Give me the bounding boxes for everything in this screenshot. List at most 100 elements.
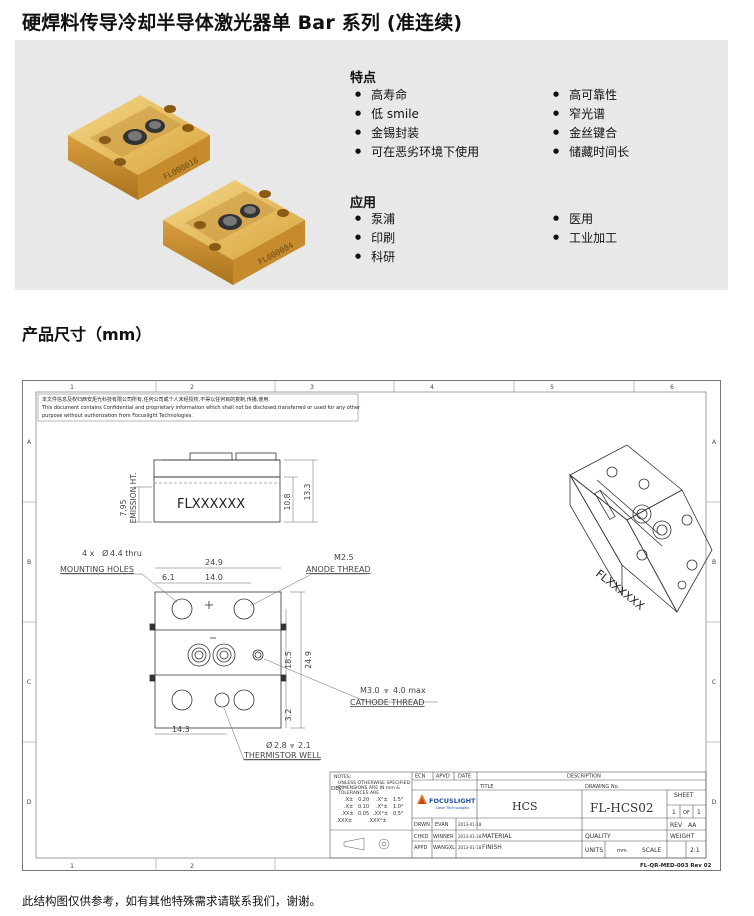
- tb-drwn: EVAN: [435, 822, 449, 828]
- row-letter-d: D: [27, 799, 32, 806]
- well-depth-symbol: ⩔: [290, 741, 295, 750]
- list-item: 储藏时间长: [553, 143, 629, 162]
- features-list-left: 高寿命 低 smile 金锡封装 可在恶劣环境下使用: [355, 86, 479, 162]
- list-item: 医用: [553, 210, 617, 229]
- tb-tol-3-0: .XXX±: [336, 818, 352, 824]
- row-letter-b: B: [27, 559, 31, 566]
- tb-brand: FOCUSLIGHT: [429, 797, 476, 805]
- tb-tol-2-0: .XX±: [341, 811, 354, 817]
- list-item: 科研: [355, 248, 395, 267]
- dim-18-5: 18.5: [284, 651, 293, 669]
- holes-count: 4 x: [82, 549, 95, 558]
- tb-appd-label: APPD: [414, 845, 427, 851]
- list-item: 低 smile: [355, 105, 479, 124]
- col-num-2: 2: [190, 384, 194, 391]
- part-label: FLXXXXXX: [177, 497, 245, 512]
- tb-appd: WANGXL: [433, 845, 455, 851]
- dim-10-8: 10.8: [283, 493, 292, 510]
- form-number: FL-QR-MED-003 Rev 02: [640, 863, 712, 869]
- well-depth: 2.1: [298, 741, 311, 750]
- row-letter-a-right: A: [712, 439, 717, 446]
- tb-brand-sub: Laser Technologies: [436, 806, 469, 810]
- projection-symbol: [343, 837, 390, 851]
- col-num-3: 3: [310, 384, 314, 391]
- col-num-4: 4: [430, 384, 434, 391]
- row-letter-d-right: D: [712, 799, 717, 806]
- anode-size: M2.5: [334, 553, 354, 562]
- tb-notes: NOTES:: [334, 774, 352, 780]
- row-letter-c-right: C: [712, 679, 716, 686]
- well-dia-symbol: Ø: [266, 740, 272, 750]
- tb-description: DESCRIPTION: [567, 774, 601, 780]
- tb-apvd: APVD: [436, 774, 450, 780]
- list-item: 窄光谱: [553, 105, 629, 124]
- features-heading: 特点: [350, 71, 377, 86]
- anode-label: ANODE THREAD: [306, 565, 371, 574]
- tb-appd-date: 2013-01-18: [458, 845, 482, 850]
- tb-tol-1-0: .X±: [344, 804, 353, 810]
- focuslight-logo: FOCUSLIGHT Laser Technologies: [417, 794, 476, 810]
- holes-label: MOUNTING HOLES: [60, 565, 134, 574]
- row-letter-a: A: [27, 439, 32, 446]
- tb-quality: QUALITY: [585, 833, 611, 840]
- dimension-drawing: 1 2 3 4 5 6 1 2 A B C D A B C D 本文件信息及权归…: [22, 380, 721, 871]
- tb-drawno-label: DRAWING No.: [585, 784, 620, 790]
- tb-dims: DIMENSIONS ARE IN mm &: [338, 785, 400, 791]
- tb-material: MATERIAL: [482, 833, 512, 840]
- dim-14-3: 14.3: [172, 725, 190, 734]
- dim-14-0: 14.0: [205, 573, 223, 582]
- tb-tol-3-2: .XXX°±: [368, 818, 387, 824]
- col-num-1-bottom: 1: [70, 863, 74, 870]
- holes-dia: 4.4 thru: [110, 549, 142, 558]
- tb-tol-0-0: .X±: [344, 797, 353, 803]
- dim-24-9-width: 24.9: [205, 558, 223, 567]
- confidential-en-2: purpose without authorization from Focus…: [42, 413, 193, 419]
- tb-tol-1-3: 1.0°: [393, 804, 404, 810]
- dimensions-heading: 产品尺寸（mm）: [22, 325, 152, 344]
- confidential-en-1: This document contains Confidential and …: [41, 405, 361, 411]
- tb-date: DATE: [458, 774, 471, 780]
- cathode-depth: 4.0 max: [393, 686, 426, 695]
- tb-tol-2-3: 0.5°: [393, 811, 404, 817]
- applications-heading: 应用: [350, 196, 377, 211]
- top-view: [62, 567, 438, 761]
- tb-dec: DEC: [331, 786, 343, 792]
- dim-3-2: 3.2: [284, 709, 293, 722]
- tb-drawno: FL-HCS02: [590, 801, 654, 815]
- list-item: 印刷: [355, 229, 395, 248]
- tb-chkd: WINNER: [433, 834, 454, 840]
- tb-rev-label: REV: [670, 822, 683, 829]
- product-block-2: FL000004: [163, 180, 305, 285]
- tb-units-val: mm: [617, 848, 627, 854]
- col-num-2-bottom: 2: [190, 863, 194, 870]
- applications-list-right: 医用 工业加工: [553, 210, 617, 248]
- tb-tol-0-3: 1.5°: [393, 797, 404, 803]
- list-item: 金丝键合: [553, 124, 629, 143]
- cathode-label: CATHODE THREAD: [350, 698, 425, 707]
- tb-tol-0-1: 0.20: [358, 797, 369, 803]
- applications-list-left: 泵浦 印刷 科研: [355, 210, 395, 267]
- tb-drwn-label: DRWN: [414, 822, 430, 828]
- tb-tol-2-2: .XX°±: [373, 811, 388, 817]
- well-label: THERMISTOR WELL: [243, 751, 322, 760]
- dim-emission-value: 7.95: [119, 499, 128, 516]
- title-block: [329, 771, 707, 859]
- diameter-symbol: Ø: [102, 548, 108, 558]
- tb-chkd-date: 2013-01-18: [458, 834, 482, 839]
- tb-units: UNITS: [585, 847, 603, 854]
- list-item: 金锡封装: [355, 124, 479, 143]
- side-view: [134, 452, 318, 523]
- tb-rev: AA: [688, 822, 697, 829]
- col-num-1: 1: [70, 384, 74, 391]
- tb-drwn-date: 2013-01-18: [458, 822, 482, 827]
- tb-tol: TOLERANCES ARE: [337, 790, 379, 796]
- dim-emission-label: EMISSION HT.: [129, 473, 138, 524]
- product-photo: FL000018 FL000004: [68, 95, 305, 285]
- tb-of: OF: [683, 810, 690, 816]
- well-dia: 2.8: [274, 741, 287, 750]
- tb-sheet-label: SHEET: [674, 792, 694, 799]
- confidential-cn: 本文件信息及权归西安炬光科技有限公司所有,任何公司或个人未经授权,不得以任何目的…: [42, 396, 270, 403]
- page-title: 硬焊料传导冷却半导体激光器单 Bar 系列 (准连续): [22, 12, 463, 34]
- tb-chkd-label: CHKD: [414, 834, 429, 840]
- tb-tol-1-2: .X°±: [376, 804, 388, 810]
